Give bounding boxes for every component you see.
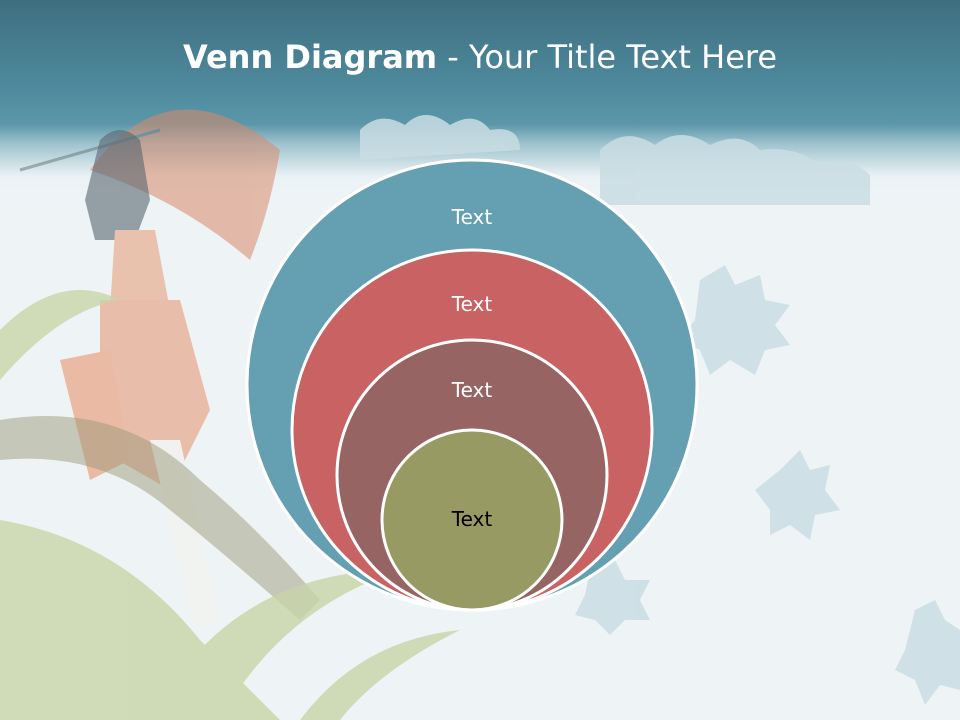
- venn-label-inner: Text: [451, 507, 493, 531]
- cloud-shapes-icon: [360, 115, 960, 705]
- page-title: Venn Diagram - Your Title Text Here: [0, 38, 960, 76]
- title-bold-text: Venn Diagram: [182, 38, 438, 76]
- title-rest-text: - Your Title Text Here: [437, 38, 778, 76]
- venn-label-outer: Text: [451, 205, 493, 229]
- venn-circle-inner[interactable]: [380, 428, 564, 612]
- venn-label-second: Text: [451, 292, 493, 316]
- palm-leaves-icon: [0, 290, 460, 720]
- venn-label-third: Text: [451, 378, 493, 402]
